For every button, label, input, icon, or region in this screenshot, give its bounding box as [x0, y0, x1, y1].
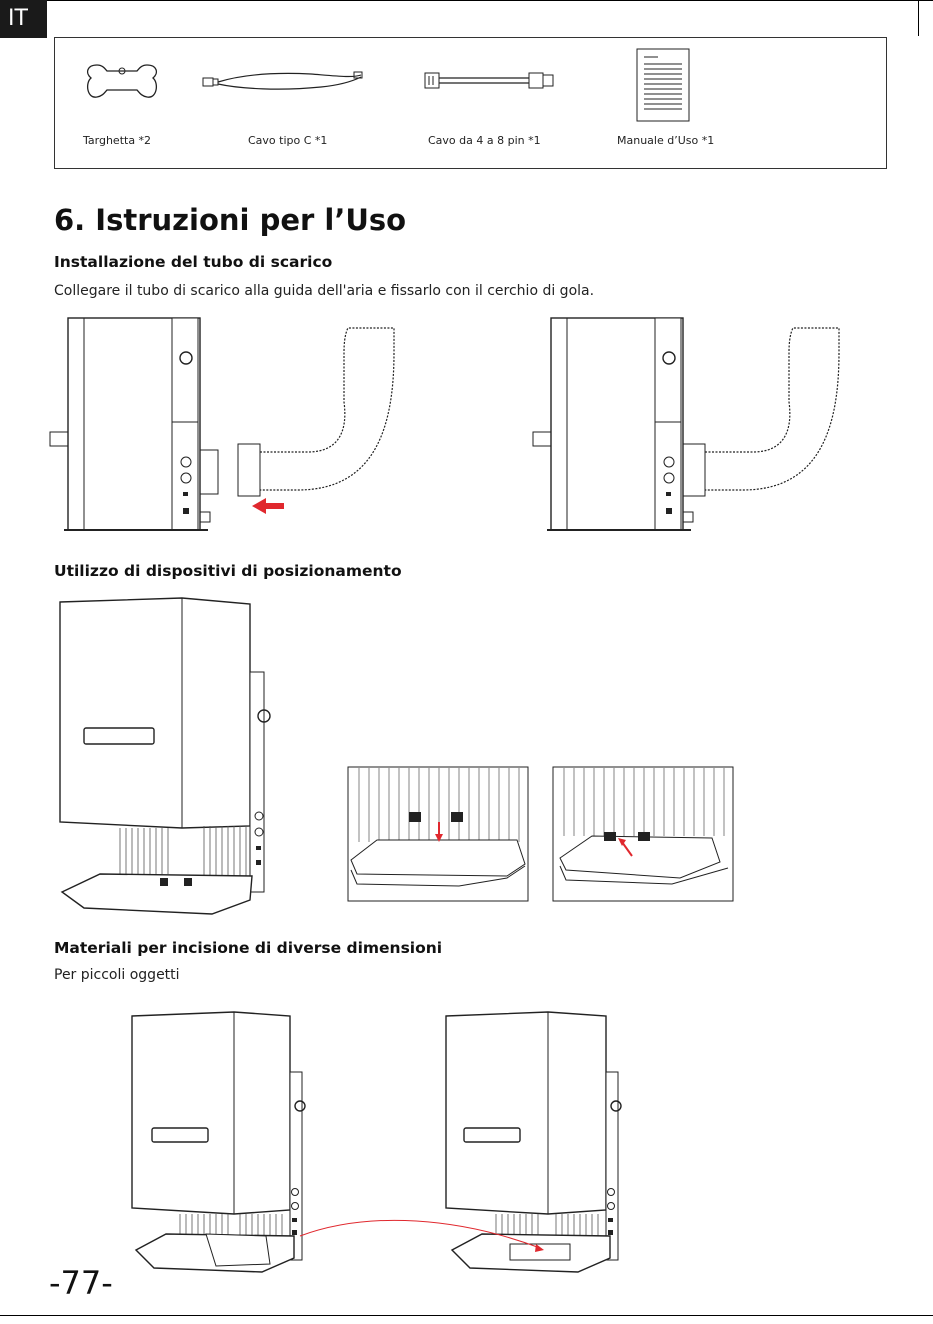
- exhaust-instruction-text: Collegare il tubo di scarico alla guida …: [54, 283, 595, 299]
- right-rule: [918, 0, 919, 36]
- manual-icon: [636, 48, 690, 122]
- small-objects-text: Per piccoli oggetti: [54, 967, 180, 983]
- section-title: 6. Istruzioni per l’Uso: [54, 203, 407, 237]
- exhaust-install-after-illustration: [532, 317, 840, 531]
- accessory-label: Cavo da 4 a 8 pin *1: [428, 134, 541, 147]
- accessory-label: Manuale d’Uso *1: [617, 134, 715, 147]
- accessories-box: Targhetta *2 Cavo tipo C *1 Cavo da 4 a …: [54, 37, 887, 169]
- accessory-label: Cavo tipo C *1: [248, 134, 328, 147]
- small-objects-illustration: [131, 1011, 622, 1273]
- positioning-machine-illustration: [59, 597, 271, 915]
- page-number: -77-: [49, 1264, 113, 1302]
- positioning-step2-illustration: [552, 766, 734, 902]
- pin-cable-icon: [424, 72, 554, 89]
- accessory-label: Targhetta *2: [83, 134, 152, 147]
- language-tab: IT: [0, 0, 47, 38]
- subsection-heading-positioning: Utilizzo di dispositivi di posizionament…: [54, 562, 402, 580]
- positioning-step1-illustration: [347, 766, 529, 902]
- exhaust-install-before-illustration: [49, 317, 395, 531]
- bottom-rule: [0, 1315, 933, 1316]
- subsection-heading-materials: Materiali per incisione di diverse dimen…: [54, 939, 443, 957]
- bone-tag-icon: [86, 64, 158, 98]
- top-rule: [47, 0, 933, 1]
- subsection-heading-exhaust: Installazione del tubo di scarico: [54, 253, 333, 271]
- usb-c-cable-icon: [202, 71, 363, 90]
